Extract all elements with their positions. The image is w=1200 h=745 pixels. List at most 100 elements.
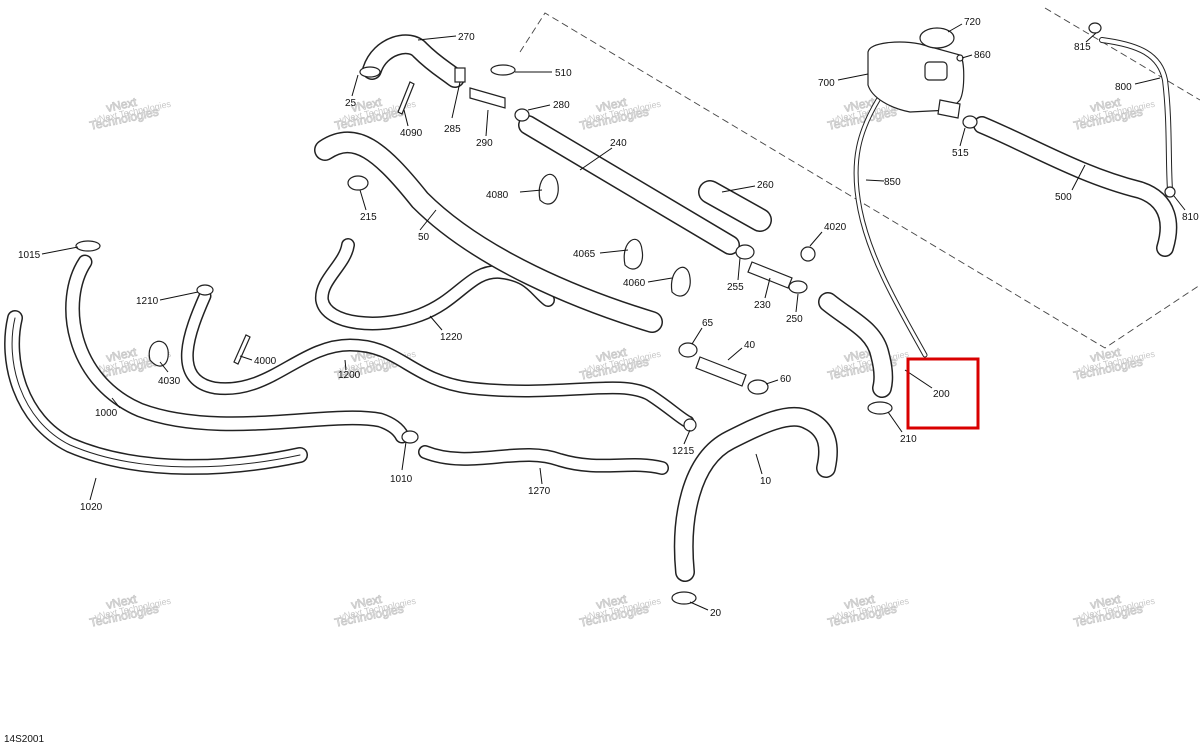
hose-10 bbox=[673, 406, 838, 582]
watermark: vNext bbox=[595, 592, 629, 612]
callout-700: 700 bbox=[818, 78, 835, 89]
fitting-290 bbox=[469, 87, 506, 109]
callout-25: 25 bbox=[345, 98, 357, 109]
callout-4030: 4030 bbox=[158, 376, 181, 387]
strap-4090 bbox=[397, 81, 415, 115]
hose-200 bbox=[818, 292, 894, 398]
callout-40: 40 bbox=[744, 340, 756, 351]
connector-230 bbox=[747, 261, 793, 289]
callout-1270: 1270 bbox=[528, 486, 551, 497]
callout-4065: 4065 bbox=[573, 249, 596, 260]
watermark: vNext bbox=[105, 592, 139, 612]
watermark: vNext bbox=[105, 345, 139, 365]
coolant-tank-700 bbox=[867, 41, 965, 119]
hose-240 bbox=[518, 115, 740, 255]
callout-285: 285 bbox=[444, 124, 461, 135]
watermark: vNext bbox=[843, 592, 877, 612]
callout-1200: 1200 bbox=[338, 370, 361, 381]
watermark: vNext bbox=[595, 345, 629, 365]
strap-4000 bbox=[233, 334, 251, 365]
clamp-60 bbox=[747, 379, 769, 395]
connector-40 bbox=[695, 356, 747, 387]
callout-850: 850 bbox=[884, 177, 901, 188]
callout-250: 250 bbox=[786, 314, 803, 325]
callout-1210: 1210 bbox=[136, 296, 159, 307]
callout-1220: 1220 bbox=[440, 332, 463, 343]
callout-1010: 1010 bbox=[390, 474, 413, 485]
callout-510: 510 bbox=[555, 68, 572, 79]
hose-1270 bbox=[418, 445, 669, 475]
callout-860: 860 bbox=[974, 50, 991, 61]
hoses bbox=[4, 34, 1178, 582]
callout-4000: 4000 bbox=[254, 356, 277, 367]
callout-50: 50 bbox=[418, 232, 430, 243]
callout-4060: 4060 bbox=[623, 278, 646, 289]
callout-labels: 270 25 4090 285 290 510 280 240 4080 260… bbox=[18, 17, 1199, 619]
highlight-box-200 bbox=[906, 357, 980, 430]
clamp-215 bbox=[347, 175, 369, 191]
callout-4020: 4020 bbox=[824, 222, 847, 233]
callout-815: 815 bbox=[1074, 42, 1091, 53]
callout-515: 515 bbox=[952, 148, 969, 159]
callout-1000: 1000 bbox=[95, 408, 118, 419]
clamp-1215 bbox=[683, 418, 697, 432]
clamp-1010 bbox=[401, 430, 419, 444]
callout-255: 255 bbox=[727, 282, 744, 293]
callout-215: 215 bbox=[360, 212, 377, 223]
callout-1015: 1015 bbox=[18, 250, 41, 261]
callout-4090: 4090 bbox=[400, 128, 423, 139]
callout-290: 290 bbox=[476, 138, 493, 149]
callout-810: 810 bbox=[1182, 212, 1199, 223]
callout-270: 270 bbox=[458, 32, 475, 43]
strap-4065 bbox=[623, 238, 644, 270]
watermark: vNext bbox=[1089, 592, 1123, 612]
callout-500: 500 bbox=[1055, 192, 1072, 203]
hose-1000 bbox=[65, 254, 410, 444]
callout-200: 200 bbox=[933, 389, 950, 400]
callout-20: 20 bbox=[710, 608, 722, 619]
callout-10: 10 bbox=[760, 476, 772, 487]
hose-500 bbox=[973, 116, 1178, 257]
watermark: vNext bbox=[1089, 95, 1123, 115]
clamp-4020 bbox=[800, 246, 816, 262]
clamp-255 bbox=[735, 244, 755, 260]
hose-260 bbox=[698, 180, 772, 232]
fitting-285 bbox=[454, 67, 466, 83]
hose-850 bbox=[853, 97, 928, 358]
strap-4030 bbox=[148, 340, 169, 367]
clamp-65 bbox=[678, 342, 698, 358]
callout-240: 240 bbox=[610, 138, 627, 149]
watermark: vNext bbox=[843, 95, 877, 115]
callout-1020: 1020 bbox=[80, 502, 103, 513]
clamp-280 bbox=[514, 108, 530, 122]
hose-1200 bbox=[181, 289, 695, 429]
watermark: vNext bbox=[105, 95, 139, 115]
drawing-code: 14S2001 bbox=[4, 734, 44, 745]
callout-230: 230 bbox=[754, 300, 771, 311]
hose-1020 bbox=[4, 310, 308, 475]
callout-210: 210 bbox=[900, 434, 917, 445]
callout-720: 720 bbox=[964, 17, 981, 28]
leader-lines bbox=[41, 23, 1186, 611]
watermark: vNext bbox=[595, 95, 629, 115]
clamp-515 bbox=[962, 115, 978, 129]
clamp-1015 bbox=[75, 240, 101, 252]
watermark: vNext bbox=[1089, 345, 1123, 365]
callout-800: 800 bbox=[1115, 82, 1132, 93]
callout-65: 65 bbox=[702, 318, 714, 329]
strap-4060 bbox=[670, 266, 691, 297]
dashed-frame bbox=[519, 7, 1200, 349]
callout-260: 260 bbox=[757, 180, 774, 191]
clamp-810 bbox=[1164, 186, 1176, 198]
hose-270 bbox=[362, 34, 465, 88]
hose-50 bbox=[314, 131, 663, 333]
clamp-510 bbox=[490, 64, 516, 76]
parts bbox=[75, 22, 1176, 605]
watermark: vNext bbox=[350, 592, 384, 612]
callout-60: 60 bbox=[780, 374, 792, 385]
callout-1215: 1215 bbox=[672, 446, 695, 457]
watermark: vNext bbox=[350, 95, 384, 115]
clamp-250 bbox=[788, 280, 808, 294]
callout-4080: 4080 bbox=[486, 190, 509, 201]
